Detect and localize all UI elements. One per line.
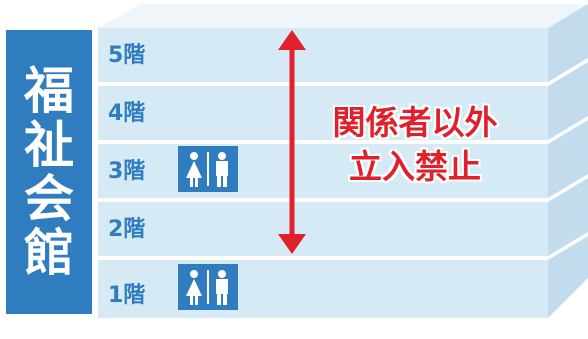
building-name-banner: 福 祉 会 館 xyxy=(6,30,92,314)
roof-top xyxy=(98,4,588,28)
notice-line-2: 立入禁止 xyxy=(349,147,481,186)
floor-label-4: 4階 xyxy=(108,101,146,126)
building-side xyxy=(548,4,588,318)
floor-band-4 xyxy=(98,86,548,140)
floor-band-1 xyxy=(98,260,548,318)
restricted-access-notice: 関係者以外 立入禁止 xyxy=(300,101,530,189)
building-name-char: 館 xyxy=(24,224,74,282)
floor-separators xyxy=(98,58,588,260)
restroom-icon xyxy=(178,264,238,310)
building-name-char: 福 xyxy=(24,62,74,120)
notice-line-1: 関係者以外 xyxy=(332,103,498,142)
floor-label-5: 5階 xyxy=(108,43,146,68)
floor-band-5 xyxy=(98,28,548,82)
floor-label-3: 3階 xyxy=(108,159,146,184)
restroom-icon xyxy=(178,146,238,192)
building-name-char: 祉 xyxy=(24,116,74,174)
floor-band-3 xyxy=(98,144,548,198)
double-headed-vertical-arrow-icon xyxy=(278,30,306,254)
floor-band-2 xyxy=(98,202,548,256)
floor-label-2: 2階 xyxy=(108,217,146,242)
floor-label-1: 1階 xyxy=(108,283,146,308)
building-name-char: 会 xyxy=(24,170,74,228)
